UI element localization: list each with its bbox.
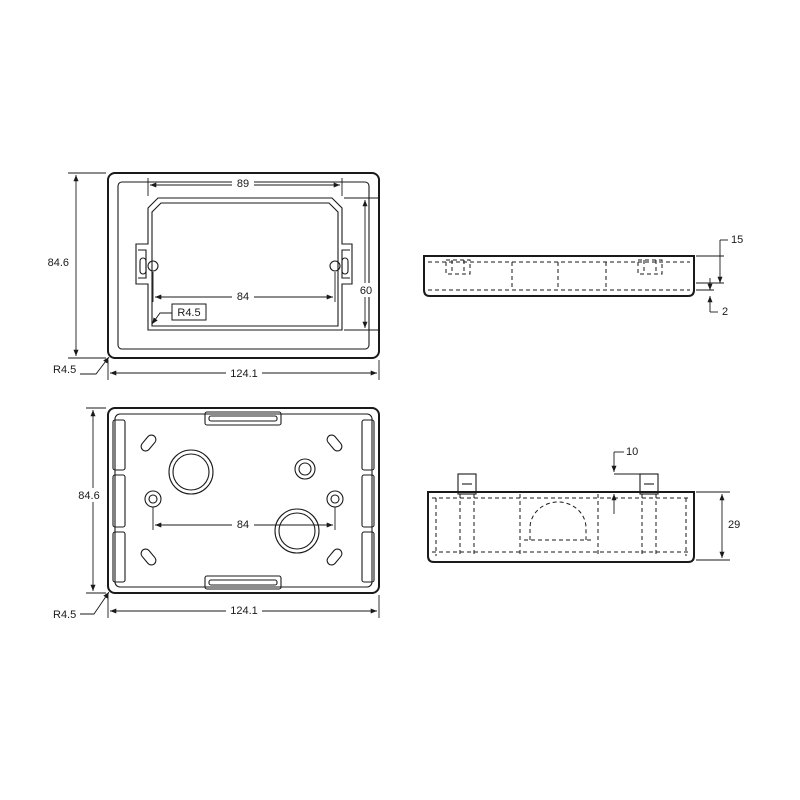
box-outline <box>107 407 380 594</box>
box-side-knockout <box>529 501 587 540</box>
dim-plate-width: 124.1 <box>230 368 258 380</box>
plate-side-view: 15 2 <box>423 234 743 318</box>
screw-slot-left <box>138 249 159 279</box>
dim-box-height: 84.6 <box>78 490 99 502</box>
dim-plate-height: 84.6 <box>48 257 69 269</box>
box-lug-left <box>457 473 477 495</box>
dim-box-screw-centers: 84 <box>237 519 249 531</box>
dim-box-radius: R4.5 <box>53 609 76 621</box>
side-outline <box>423 255 695 297</box>
dim-box-lug: 10 <box>626 446 638 458</box>
knockout-small <box>294 458 316 480</box>
dim-opening-height: 60 <box>360 285 372 297</box>
box-notch-bottom <box>204 575 282 590</box>
plate-inner-outline <box>117 181 370 350</box>
plate-opening <box>135 197 353 331</box>
screw-boss-right <box>326 490 344 508</box>
box-side-outline <box>427 491 695 563</box>
dim-inner-radius: R4.5 <box>177 307 200 319</box>
plate-outline <box>107 172 380 359</box>
box-notch-top <box>204 411 282 426</box>
box-lug-right <box>639 473 659 495</box>
dim-opening-width: 89 <box>237 178 249 190</box>
dim-box-width: 124.1 <box>230 605 258 617</box>
box-ribs-right <box>361 419 375 583</box>
box-ribs-left <box>112 419 126 583</box>
fixing-slots <box>140 434 343 566</box>
side-clip-right <box>637 259 663 275</box>
box-inner-wall <box>114 413 373 588</box>
front-plate-view: 89 84 R4.5 60 84.6 124.1 R4.5 <box>48 172 380 380</box>
box-top-view: 84 84.6 124.1 R4.5 <box>53 407 380 621</box>
side-clip-left <box>445 259 471 275</box>
screw-boss-left <box>144 490 162 508</box>
plate-opening-inner <box>151 202 339 327</box>
knockout-large-top <box>168 449 214 495</box>
dim-screw-centers: 84 <box>237 291 249 303</box>
dim-plate-depth: 15 <box>731 234 743 246</box>
dim-box-depth: 29 <box>728 519 740 531</box>
box-side-view: 29 10 <box>427 446 740 563</box>
dim-plate-lip: 2 <box>722 306 728 318</box>
knockout-large-bottom <box>274 508 320 554</box>
dim-outer-radius: R4.5 <box>53 364 76 376</box>
screw-slot-right <box>329 249 350 279</box>
